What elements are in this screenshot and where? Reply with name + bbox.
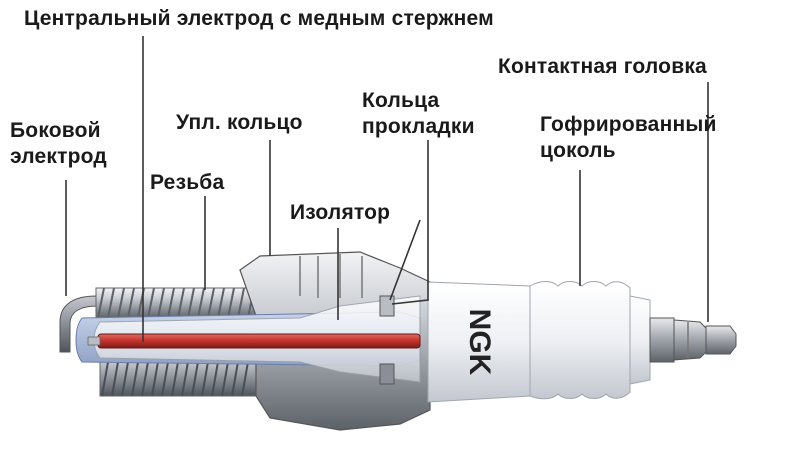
label-corrugated-base: Гофрированный цоколь: [540, 112, 717, 165]
center-electrode-core: [97, 333, 421, 349]
corrugated-insulator-shape: [427, 281, 651, 403]
label-side-electrode-line2: электрод: [10, 145, 107, 169]
side-electrode-shape: [59, 295, 99, 353]
leader-gasket-rings-2: [389, 219, 421, 301]
label-sealing-ring: Упл. кольцо: [176, 111, 303, 134]
label-corrugated-base-line2: цоколь: [540, 139, 616, 163]
label-center-electrode: Центральный электрод с медным стержнем: [24, 7, 494, 30]
leader-gasket-rings: [391, 140, 429, 305]
label-corrugated-base-line1: Гофрированный: [540, 113, 717, 136]
leader-lines: [65, 36, 709, 342]
label-side-electrode-line1: Боковой: [10, 119, 101, 142]
label-gasket-rings: Кольца прокладки: [362, 88, 475, 141]
label-side-electrode: Боковой электрод: [10, 118, 107, 171]
label-gasket-rings-line2: прокладки: [362, 115, 475, 139]
label-gasket-rings-line1: Кольца: [362, 89, 440, 112]
label-contact-head: Контактная головка: [498, 55, 707, 78]
label-insulator: Изолятор: [290, 201, 391, 224]
gasket-rings-shape: [379, 295, 395, 385]
label-thread: Резьба: [150, 171, 225, 194]
ngk-logo: NGK: [463, 309, 496, 376]
contact-head-shape: [649, 317, 737, 363]
